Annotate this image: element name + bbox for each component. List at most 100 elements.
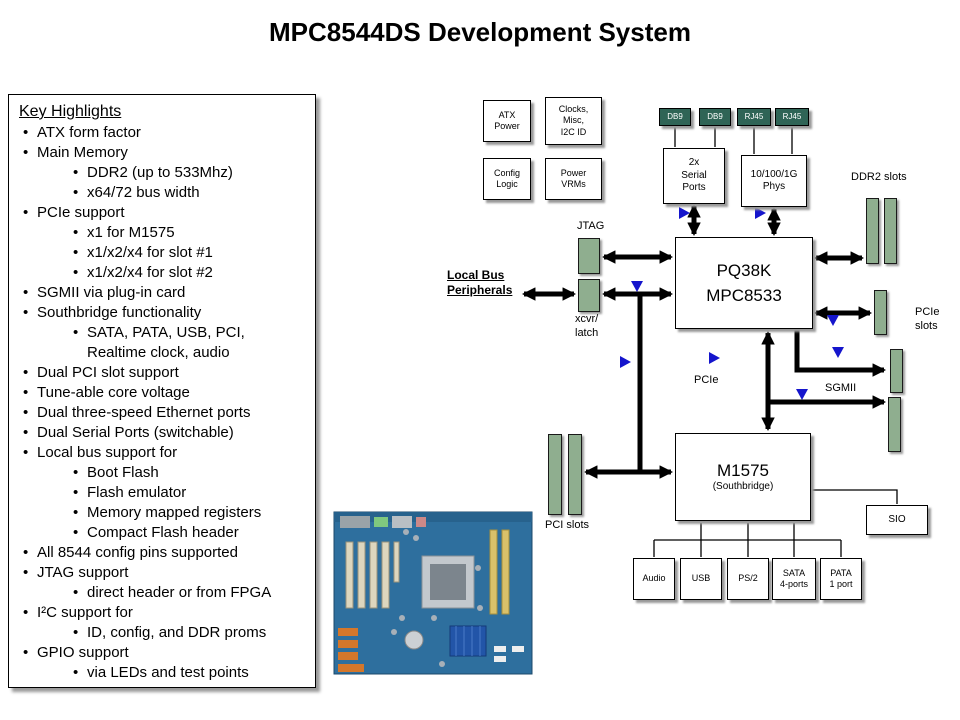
highlights-list: •ATX form factor•Main Memory•DDR2 (up to…	[17, 123, 311, 683]
highlight-text: Southbridge functionality	[37, 304, 202, 321]
bullet-icon: •	[23, 124, 29, 141]
highlight-text: JTAG support	[37, 564, 129, 581]
clocks-misc-i2c-box: Clocks, Misc, I2C ID	[545, 97, 602, 145]
jtag-label: JTAG	[577, 220, 605, 232]
highlight-item: •ID, config, and DDR proms	[17, 623, 311, 643]
flow-arrow-icon	[620, 356, 631, 368]
local-bus-peripherals-label: Local Bus Peripherals	[447, 268, 513, 297]
usb-box: USB	[680, 558, 722, 600]
key-highlights-panel: Key Highlights •ATX form factor•Main Mem…	[8, 94, 316, 688]
atx-power-box: ATX Power	[483, 100, 531, 142]
highlight-text: ATX form factor	[37, 124, 141, 141]
bullet-icon: •	[23, 644, 29, 661]
highlight-item: •Dual PCI slot support	[17, 363, 311, 383]
pcie-label: PCIe	[694, 374, 719, 386]
page-title: MPC8544DS Development System	[269, 17, 691, 47]
sata-box: SATA 4-ports	[772, 558, 816, 600]
pci-slot-2	[568, 434, 582, 515]
bullet-icon: •	[23, 424, 29, 441]
highlights-heading: Key Highlights	[19, 103, 122, 120]
pcie-slot-2	[890, 349, 903, 393]
highlight-item: • x1/x2/x4 for slot #2	[17, 263, 311, 283]
flow-arrow-icon	[827, 315, 839, 326]
bullet-icon: •	[73, 324, 79, 341]
highlight-item: •Flash emulator	[17, 483, 311, 503]
highlight-item: •x1 for M1575	[17, 223, 311, 243]
highlight-text: Main Memory	[37, 144, 128, 161]
rj45-label: RJ45	[744, 112, 764, 121]
highlight-item: •Southbridge functionality	[17, 303, 311, 323]
bullet-icon: •	[23, 444, 29, 461]
bullet-icon: •	[23, 404, 29, 421]
bullet-icon: •	[23, 564, 29, 581]
rj45-connector-2: RJ45	[775, 108, 809, 126]
highlight-text: SATA, PATA, USB, PCI, Realtime clock, au…	[87, 324, 245, 361]
xcvr-latch-slot	[578, 279, 600, 312]
highlight-item: •Dual Serial Ports (switchable)	[17, 423, 311, 443]
highlight-item: • GPIO support	[17, 643, 311, 663]
serial-ports-label: 2x Serial Ports	[681, 157, 707, 194]
highlight-item: •I²C support for	[17, 603, 311, 623]
flow-arrow-icon	[709, 352, 720, 364]
pci-slot-1	[548, 434, 562, 515]
bullet-icon: •	[73, 504, 79, 521]
rj45-label: RJ45	[782, 112, 802, 121]
bullet-icon: •	[73, 264, 79, 281]
atx-power-label: ATX Power	[494, 109, 520, 131]
db9-label: DB9	[707, 112, 723, 121]
highlight-item: •All 8544 config pins supported	[17, 543, 311, 563]
highlight-text: Boot Flash	[87, 464, 159, 481]
cmos-battery	[404, 630, 424, 650]
power-vrms-label: Power VRMs	[560, 167, 587, 189]
highlight-text: Flash emulator	[87, 484, 187, 501]
highlight-item: • JTAG support	[17, 563, 311, 583]
m1575-southbridge-block: M1575 (Southbridge)	[675, 433, 811, 521]
sgmii-label: SGMII	[825, 382, 857, 394]
highlight-item: •Main Memory	[17, 143, 311, 163]
highlight-text: Dual three-speed Ethernet ports	[37, 404, 251, 421]
wire-m1575-to-sio	[811, 489, 898, 504]
ram-slots	[489, 529, 510, 615]
sio-label: SIO	[888, 513, 906, 525]
bullet-icon: •	[23, 364, 29, 381]
bullet-icon: •	[23, 544, 29, 561]
jtag-header-slot	[578, 238, 600, 274]
pcie-slot-1	[874, 290, 887, 335]
bullet-icon: •	[73, 584, 79, 601]
highlight-text: Compact Flash header	[87, 524, 239, 541]
ethernet-phys-box: 10/100/1G Phys	[741, 155, 807, 207]
pata-label: PATA 1 port	[829, 567, 853, 589]
clocks-label: Clocks, Misc, I2C ID	[558, 104, 589, 137]
bullet-icon: •	[73, 224, 79, 241]
sata-connectors	[494, 646, 524, 662]
bullet-icon: •	[73, 524, 79, 541]
flow-arrow-icon	[796, 389, 808, 400]
db9-label: DB9	[667, 112, 683, 121]
highlight-item: • Boot Flash	[17, 463, 311, 483]
pata-box: PATA 1 port	[820, 558, 862, 600]
xcvr-latch-label: xcvr/ latch	[575, 313, 599, 339]
highlight-text: direct header or from FPGA	[87, 584, 272, 601]
highlight-item: • Dual three-speed Ethernet ports	[17, 403, 311, 423]
bullet-icon: •	[73, 184, 79, 201]
bullet-icon: •	[23, 284, 29, 301]
pq38k-mpc8533-block: PQ38K MPC8533	[675, 237, 813, 329]
highlight-item: •Local bus support for	[17, 443, 311, 463]
ps2-box: PS/2	[727, 558, 769, 600]
highlight-text: GPIO support	[37, 644, 129, 661]
audio-label: Audio	[642, 573, 666, 584]
flow-arrow-icon	[832, 347, 844, 358]
highlight-text: x1/x2/x4 for slot #2	[87, 264, 213, 281]
highlight-text: via LEDs and test points	[87, 664, 249, 681]
cpu-socket	[421, 555, 475, 609]
bullet-icon: •	[73, 464, 79, 481]
highlight-item: •DDR2 (up to 533Mhz)	[17, 163, 311, 183]
highlight-text: ID, config, and DDR proms	[87, 624, 267, 641]
highlight-item: • direct header or from FPGA	[17, 583, 311, 603]
bullet-icon: •	[23, 604, 29, 621]
db9-connector-1: DB9	[659, 108, 691, 126]
highlight-text: Tune-able core voltage	[37, 384, 190, 401]
pci-slots-label: PCI slots	[545, 519, 590, 531]
highlight-text: DDR2 (up to 533Mhz)	[87, 164, 233, 181]
